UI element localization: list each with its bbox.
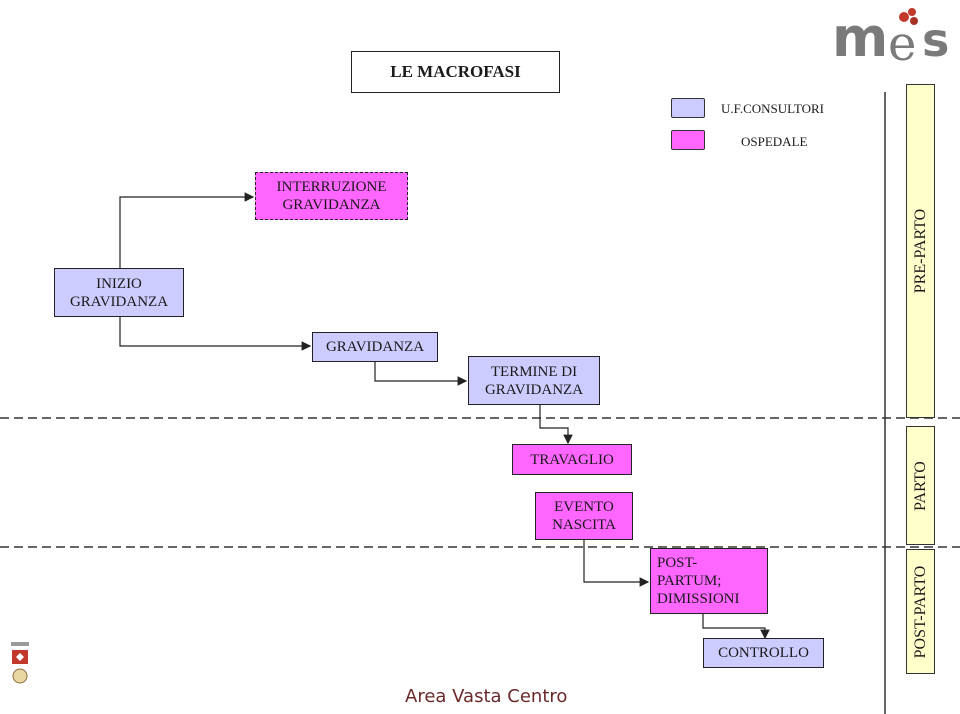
connector-inizio-interruzione [119, 192, 255, 268]
node-termine-gravidanza: TERMINE DI GRAVIDANZA [468, 356, 600, 405]
node-inizio-gravidanza: INIZIO GRAVIDANZA [54, 268, 184, 317]
page-title: LE MACROFASI [351, 51, 560, 93]
node-travaglio: TRAVAGLIO [512, 444, 632, 475]
legend-swatch-consultori [671, 98, 705, 118]
connector-inizio-gravidanza [119, 317, 312, 351]
legend-label-consultori: U.F.CONSULTORI [721, 101, 824, 116]
node-interruzione-gravidanza: INTERRUZIONE GRAVIDANZA [255, 172, 408, 220]
phase-parto-label: PARTO [911, 460, 929, 511]
svg-text:m: m [832, 6, 884, 66]
legend-swatch-ospedale [671, 130, 705, 150]
node-evento-nascita: EVENTO NASCITA [535, 492, 633, 540]
connector-evento-postpartum [583, 540, 650, 587]
mes-logo: m e s [832, 4, 960, 72]
phase-parto: PARTO [906, 426, 935, 545]
phase-pre-parto-label: PRE-PARTO [911, 208, 929, 294]
node-gravidanza: GRAVIDANZA [312, 332, 438, 362]
svg-text:s: s [922, 13, 949, 66]
node-controllo: CONTROLLO [703, 638, 824, 668]
connector-postpartum-controllo [702, 614, 770, 640]
connector-gravidanza-termine [374, 362, 468, 386]
phase-post-parto-label: POST-PARTO [911, 565, 929, 658]
flower-icon: m e s [832, 6, 949, 72]
node-post-partum-dimissioni: POST- PARTUM; DIMISSIONI [650, 548, 768, 614]
phase-post-parto: POST-PARTO [906, 549, 935, 674]
footer-text: Area Vasta Centro [405, 686, 568, 707]
legend-label-ospedale: OSPEDALE [741, 134, 808, 149]
connector-termine-travaglio [539, 405, 573, 445]
phase-pre-parto: PRE-PARTO [906, 84, 935, 418]
regional-crest-icon [8, 640, 32, 686]
svg-text:e: e [888, 16, 916, 66]
